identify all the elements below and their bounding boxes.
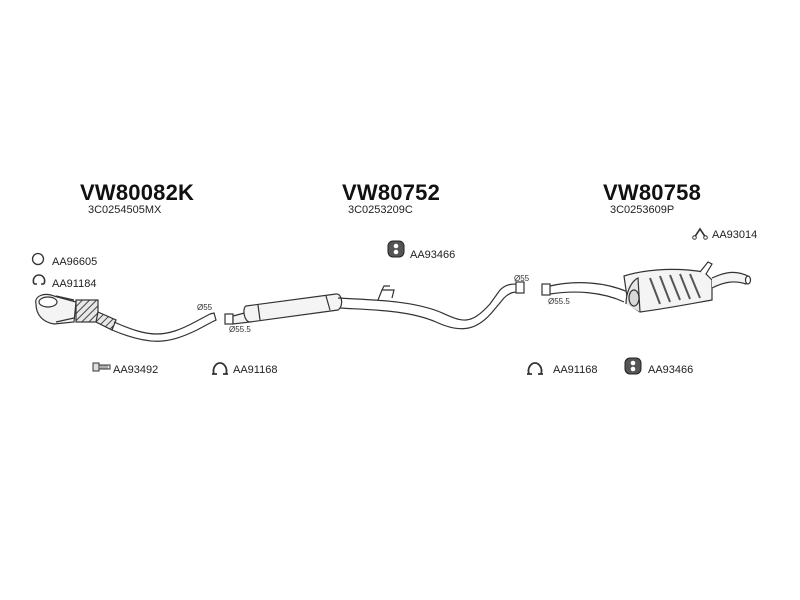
clamp-mid-right-label: AA91168 xyxy=(553,364,598,376)
rubber-mount-icon xyxy=(624,357,642,375)
hanger-rear-label: AA93014 xyxy=(712,229,758,241)
middle-section-part-number: VW80752 xyxy=(342,180,441,205)
middle-outlet-pipe xyxy=(337,281,525,330)
middle-section-oem-number: 3C0253209C xyxy=(348,204,413,216)
ring-gasket-label: AA96605 xyxy=(52,256,98,268)
front-pipe-assembly xyxy=(35,293,217,342)
rear-section-oem-number: 3C0253609P xyxy=(610,204,675,216)
front-section-part-number: VW80082K xyxy=(80,180,195,205)
bolt-front-label: AA93492 xyxy=(113,364,159,376)
clamp-icon xyxy=(212,362,228,375)
front-section-oem-number: 3C0254505MX xyxy=(88,204,162,216)
rear-inlet-diameter: Ø55.5 xyxy=(548,297,570,306)
middle-silencer xyxy=(243,293,343,323)
rubber-mount-mid-label: AA93466 xyxy=(410,249,456,261)
middle-outlet-diameter: Ø55 xyxy=(514,274,530,283)
ring-icon xyxy=(31,252,45,266)
bolt-icon xyxy=(92,362,111,372)
rubber-mount-icon xyxy=(387,240,405,258)
rear-inlet-pipe xyxy=(541,282,629,303)
clamp-icon xyxy=(32,274,46,285)
rubber-mount-rear-label: AA93466 xyxy=(648,364,694,376)
front-pipe xyxy=(111,312,217,342)
clamp-icon xyxy=(527,362,543,375)
clamp-front-label: AA91184 xyxy=(52,278,97,290)
hanger-icon xyxy=(692,227,708,240)
middle-pipe-assembly xyxy=(224,281,525,330)
clamp-mid-left-label: AA91168 xyxy=(233,364,278,376)
rear-section-part-number: VW80758 xyxy=(603,180,702,205)
rear-silencer-assembly xyxy=(541,261,752,313)
rear-silencer xyxy=(623,261,752,313)
middle-inlet-diameter: Ø55.5 xyxy=(229,325,251,334)
catalytic-converter xyxy=(35,293,117,331)
front-pipe-end-diameter: Ø55 xyxy=(197,303,213,312)
